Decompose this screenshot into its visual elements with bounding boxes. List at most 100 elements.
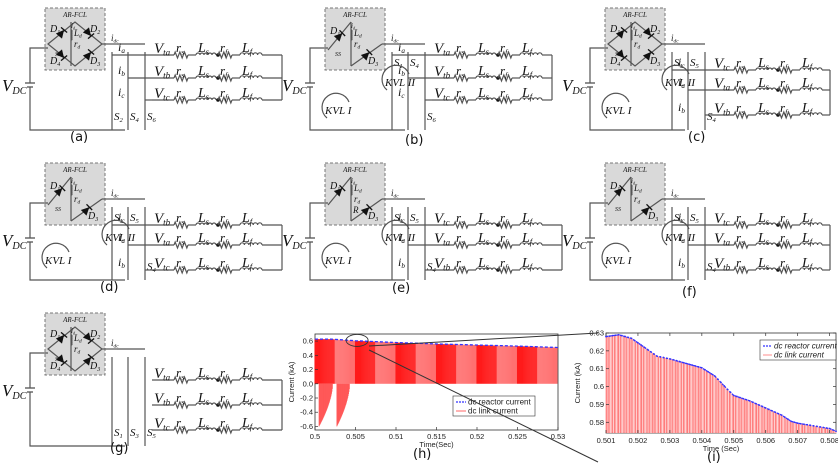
resistor-rs-icon xyxy=(173,95,189,105)
phase-current-label: ib xyxy=(118,63,125,78)
resistor-rd-label: rd xyxy=(74,194,81,206)
switch-s5-label: S5 xyxy=(130,212,140,225)
resistor-rf-label: rf xyxy=(780,55,789,71)
inductor-lf-label: Lf xyxy=(241,64,254,80)
resistor-rf-icon xyxy=(217,400,233,410)
ar-fcl-label: AR-FCL xyxy=(622,11,647,19)
resistor-rf-label: rf xyxy=(780,75,789,91)
kvl-loop-arrow-icon xyxy=(661,64,690,91)
x-tick-label: 0.52 xyxy=(470,432,485,441)
reactor-current-label: id xyxy=(71,22,76,30)
phase-voltage-label: Vtc xyxy=(154,416,170,433)
inductor-lf-icon xyxy=(239,222,263,226)
x-tick-label: 0.506 xyxy=(756,436,775,445)
resistor-rs-icon xyxy=(173,425,189,435)
kvl-loop-arrow-icon xyxy=(381,64,410,91)
resistor-rf-icon xyxy=(217,375,233,385)
diode-d2-label: D2 xyxy=(649,24,660,36)
phase-voltage-label: Vta xyxy=(434,41,451,58)
resistor-rs-label: rs xyxy=(736,230,744,246)
inductor-lf-label: Lf xyxy=(801,231,814,247)
resistor-rs-icon xyxy=(173,400,189,410)
kvl-label: KVL I xyxy=(604,255,633,267)
inductor-lf-label: Lf xyxy=(241,391,254,407)
phase-current-label: ia xyxy=(118,40,125,55)
y-axis-label: Current (kA) xyxy=(287,361,296,402)
resistor-rs-icon xyxy=(173,240,189,250)
resistor-rs-icon xyxy=(453,265,469,275)
legend-entry-reactor: dc reactor current xyxy=(468,398,531,407)
resistor-rs-label: rs xyxy=(176,63,184,79)
resistor-rs-icon xyxy=(453,220,469,230)
kvl-loop-arrow-icon xyxy=(601,92,630,119)
caption-d: (d) xyxy=(100,280,119,295)
switch-s6-label: S6 xyxy=(427,111,437,124)
resistor-rs-label: rs xyxy=(176,230,184,246)
diode-d2-icon xyxy=(82,332,95,345)
resistor-rf-icon xyxy=(777,265,793,275)
kvl-loop-arrow-icon xyxy=(661,219,690,246)
idc-label: idc xyxy=(391,33,399,45)
y-tick-label: 0.6 xyxy=(594,382,604,391)
inductor-ls-icon xyxy=(755,87,777,91)
phase-current-label: ib xyxy=(398,63,405,78)
switch-s6-label: S6 xyxy=(147,111,157,124)
diode-d3-icon xyxy=(82,48,95,61)
inductor-ld-icon xyxy=(630,29,633,41)
resistor-rf-icon xyxy=(497,73,513,83)
resistor-rf-label: rf xyxy=(780,100,789,116)
diode-d2-icon xyxy=(82,27,95,40)
resistor-rf-icon xyxy=(217,50,233,60)
resistor-rs-icon xyxy=(173,73,189,83)
resistor-rf-label: rf xyxy=(780,230,789,246)
kvl-loop-arrow-icon xyxy=(41,242,70,269)
phase-voltage-label: Vta xyxy=(714,76,731,93)
inductor-ls-label: Ls xyxy=(757,211,769,227)
resistor-rf-icon xyxy=(777,110,793,120)
inductor-lf-icon xyxy=(799,67,823,71)
diode-d3-icon xyxy=(360,48,373,61)
inductor-ls-label: Ls xyxy=(477,231,489,247)
x-tick-label: 0.508 xyxy=(820,436,838,445)
resistor-rs-label: rs xyxy=(736,210,744,226)
phase-current-label: ia xyxy=(678,75,685,90)
inductor-ls-icon xyxy=(475,75,497,79)
kvl-loop-arrow-icon xyxy=(321,242,350,269)
resistor-rs-label: rs xyxy=(456,63,464,79)
diode-d1-label: D1 xyxy=(329,181,340,193)
caption-f: (f) xyxy=(682,285,697,300)
resistor-rf-icon xyxy=(497,265,513,275)
resistor-rs-icon xyxy=(173,220,189,230)
inductor-lf-label: Lf xyxy=(521,231,534,247)
diode-d1-icon xyxy=(333,29,346,42)
phase-current-label: ia xyxy=(398,230,405,245)
inductor-ls-icon xyxy=(195,427,217,431)
inductor-ls-label: Ls xyxy=(477,64,489,80)
inductor-ls-label: Ls xyxy=(477,41,489,57)
diode-d3-label: D3 xyxy=(89,56,100,68)
resistor-rs-icon xyxy=(733,85,749,95)
switch-s5-label: S5 xyxy=(690,57,700,70)
inductor-lf-label: Lf xyxy=(241,366,254,382)
reactor-current-label: id xyxy=(351,177,356,185)
diode-d1-icon xyxy=(55,26,68,39)
phase-voltage-label: Vtb xyxy=(714,256,731,273)
phase-current-label: ib xyxy=(678,100,685,115)
y-tick-label: 0.59 xyxy=(589,400,604,409)
phase-current-label: ic xyxy=(118,210,125,225)
x-axis-label: Time (Sec) xyxy=(703,444,740,453)
resistor-rf-label: rf xyxy=(500,230,509,246)
switch-s5-label: S5 xyxy=(690,212,700,225)
reactor-current-label: id xyxy=(631,177,636,185)
